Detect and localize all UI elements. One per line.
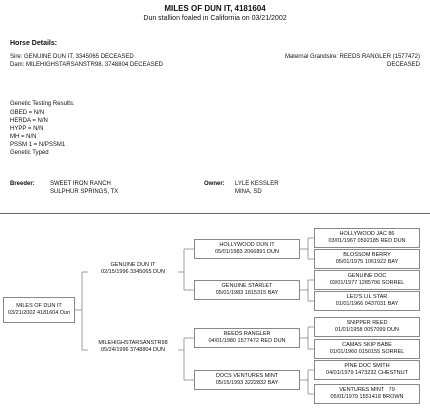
gen3-name: REEDS RANGLER	[223, 331, 271, 337]
genetic-result-hypp: HYPP = N/N	[10, 126, 44, 132]
gen4-name: HOLLYWOOD JAC 86	[339, 231, 395, 237]
section-divider	[0, 213, 430, 214]
gen4-detail: 04/01/1979 1473232 CHESTNUT	[326, 370, 408, 376]
owner-location: MINA, SD	[235, 189, 262, 195]
pedigree-gen4-pine-doc-smith[interactable]: PINE DOC SMITH 04/01/1979 1473232 CHESTN…	[314, 360, 420, 380]
gen3-name: GENUINE STARLET	[221, 283, 273, 289]
gen4-name: SNIPPER REED	[346, 320, 388, 326]
breeder-location: SULPHUR SPRINGS, TX	[50, 189, 119, 195]
gen4-detail: 01/01/1960 0150155 SORREL	[329, 349, 405, 355]
pedigree-gen3-docs-ventures-mint[interactable]: DOCS VENTURES MINT 05/15/1993 3222832 BA…	[194, 370, 300, 390]
gen4-detail: 03/01/1977 1285706 SORREL	[329, 280, 405, 286]
dam-line: Dam: MILEHIGHSTARSANSTR98, 3748804 DECEA…	[10, 62, 163, 68]
gen4-detail: 01/01/1958 0057099 DUN	[335, 327, 399, 333]
breeder-label: Breeder:	[10, 181, 35, 187]
gen3-detail: 05/01/1983 2066891 DUN	[215, 249, 279, 255]
gen3-detail: 04/01/1980 1577472 RED DUN	[208, 338, 286, 344]
gen4-name: VENTURES MINT 79	[339, 387, 395, 393]
genetic-result-mh: MH = N/N	[10, 134, 37, 140]
pedigree-gen4-genuine-doc[interactable]: GENUINE DOC 03/01/1977 1285706 SORREL	[314, 270, 420, 290]
gen4-name: GENUINE DOC	[347, 273, 387, 279]
gen4-name: BLOSSOM BERRY	[343, 252, 391, 258]
genetic-heading: Genetic Testing Results:	[10, 101, 75, 107]
page-subtitle: Dun stallion foaled in California on 03/…	[143, 15, 287, 22]
pedigree-dam[interactable]: MILEHIGHSTARSANSTR98 05/24/1996 3748804 …	[88, 340, 178, 360]
gen3-detail: 05/15/1993 3222832 BAY	[215, 380, 279, 386]
dam-detail: 05/24/1996 3748804 DUN	[101, 347, 165, 353]
genetic-result-pssm1: PSSM 1 = N/PSSM1	[10, 142, 66, 148]
maternal-grandsire-line: Maternal Grandsire: REEDS RANGLER (15774…	[284, 54, 420, 60]
pedigree-sire[interactable]: GENUINE DUN IT 02/15/1996 3345065 DUN	[88, 262, 178, 282]
pedigree-gen4-ventures-mint-79[interactable]: VENTURES MINT 79 05/01/1979 1551418 BROW…	[314, 384, 420, 404]
pedigree-gen3-genuine-starlet[interactable]: GENUINE STARLET 05/01/1983 1815315 BAY	[194, 280, 300, 300]
subject-detail: 03/21/2002 4181604 Dun	[7, 310, 71, 316]
gen4-detail: 05/01/1975 1061922 BAY	[335, 259, 399, 265]
pedigree-gen4-blossom-berry[interactable]: BLOSSOM BERRY 05/01/1975 1061922 BAY	[314, 249, 420, 269]
gen3-detail: 05/01/1983 1815315 BAY	[215, 290, 279, 296]
dam-name: MILEHIGHSTARSANSTR98	[98, 340, 168, 346]
sire-line: Sire: GENUINE DUN IT, 3345065 DECEASED	[10, 54, 134, 60]
genetic-result-gbed: GBED = N/N	[10, 110, 45, 116]
genetic-result-herda: HERDA = N/N	[10, 118, 48, 124]
pedigree-gen4-camas-skip-babe[interactable]: CAMAS SKIP BABE 01/01/1960 0150155 SORRE…	[314, 339, 420, 359]
maternal-grandsire-status: DECEASED	[386, 62, 420, 68]
gen4-detail: 05/01/1979 1551418 BROWN	[330, 394, 404, 400]
subject-name: MILES OF DUN IT	[16, 303, 62, 309]
pedigree-subject[interactable]: MILES OF DUN IT 03/21/2002 4181604 Dun	[3, 297, 75, 323]
gen4-name: PINE DOC SMITH	[344, 363, 390, 369]
gen3-name: DOCS VENTURES MINT	[215, 373, 279, 379]
pedigree-gen4-hollywood-jac-86[interactable]: HOLLYWOOD JAC 86 03/01/1967 0592185 RED …	[314, 228, 420, 248]
gen4-detail: 03/01/1967 0592185 RED DUN	[328, 238, 406, 244]
owner-name: LYLE KESSLER	[235, 181, 279, 187]
page-title: MILES OF DUN IT, 4181604	[164, 4, 266, 13]
gen3-name: HOLLYWOOD DUN IT	[219, 242, 275, 248]
pedigree-gen3-reeds-rangler[interactable]: REEDS RANGLER 04/01/1980 1577472 RED DUN	[194, 328, 300, 348]
owner-label: Owner:	[204, 181, 225, 187]
genetic-typed: Genetic Typed	[10, 150, 49, 156]
sire-name: GENUINE DUN IT	[110, 262, 156, 268]
pedigree-gen3-hollywood-dun-it[interactable]: HOLLYWOOD DUN IT 05/01/1983 2066891 DUN	[194, 239, 300, 259]
gen4-detail: 01/01/1966 0437031 BAY	[335, 301, 399, 307]
breeder-name: SWEET IRON RANCH	[50, 181, 111, 187]
gen4-name: LEO'S LIL STAR	[346, 294, 388, 300]
gen4-name: CAMAS SKIP BABE	[342, 342, 392, 348]
horse-details-heading: Horse Details:	[10, 40, 58, 47]
pedigree-gen4-snipper-reed[interactable]: SNIPPER REED 01/01/1958 0057099 DUN	[314, 317, 420, 337]
pedigree-gen4-leos-lil-star[interactable]: LEO'S LIL STAR 01/01/1966 0437031 BAY	[314, 291, 420, 311]
sire-detail: 02/15/1996 3345065 DUN	[101, 269, 165, 275]
